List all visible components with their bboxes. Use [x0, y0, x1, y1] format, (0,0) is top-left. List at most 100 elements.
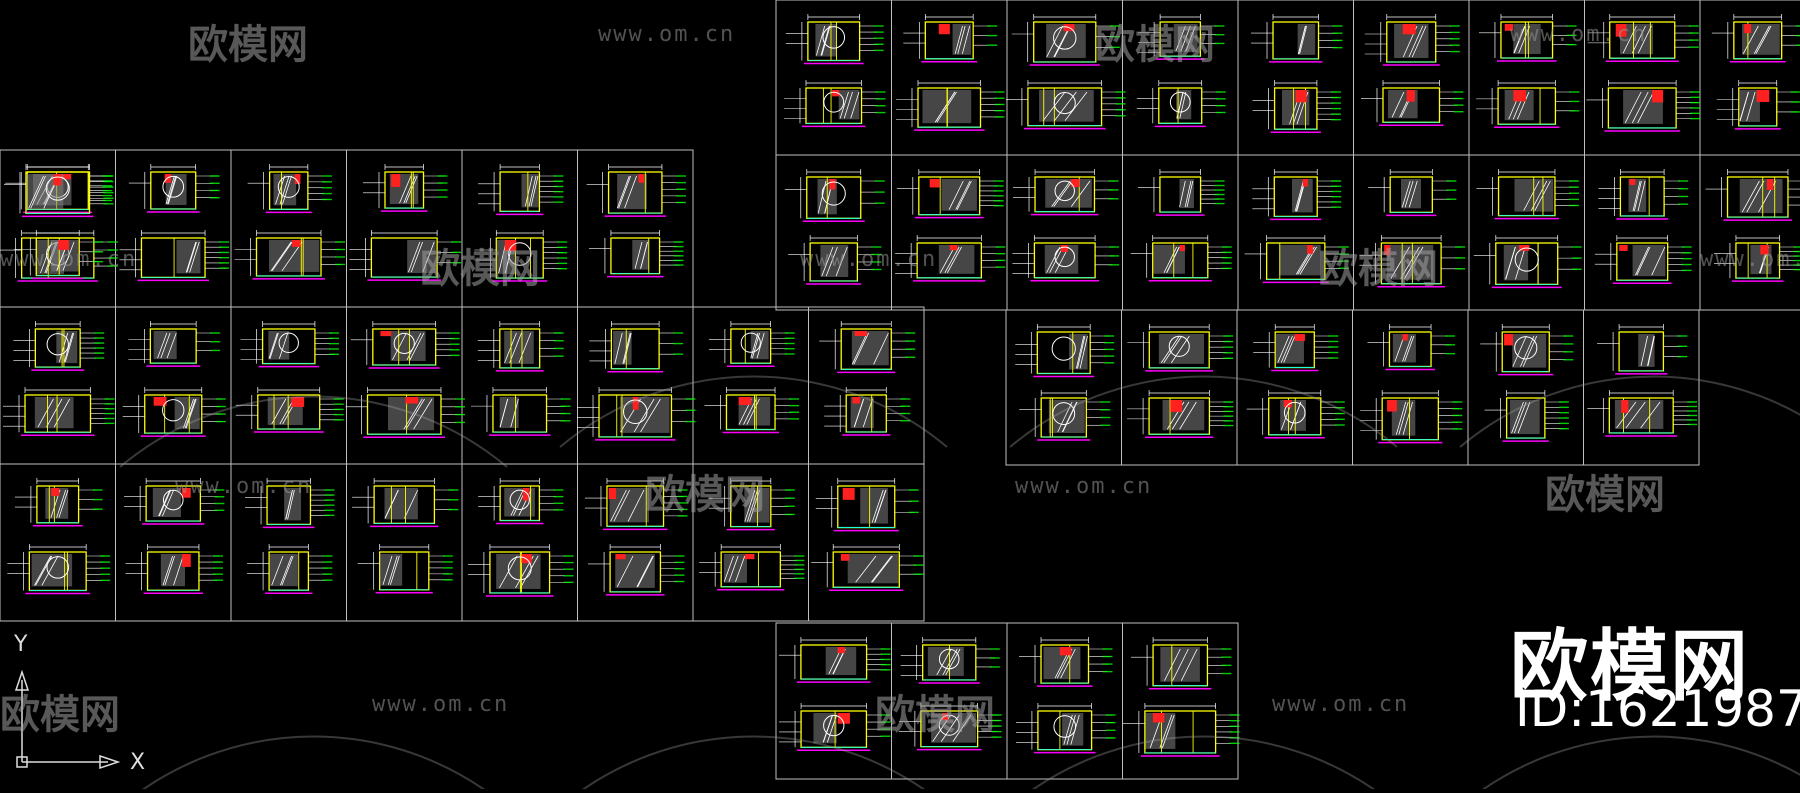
sheet-frame — [577, 149, 694, 308]
elevation-drawing — [708, 478, 795, 531]
watermark-arc — [559, 375, 948, 448]
elevation-drawing — [778, 637, 891, 683]
watermark-url: www.om.cn — [372, 692, 510, 717]
elevation-drawing — [788, 235, 882, 285]
watermark-brand: 欧模网 — [645, 472, 765, 518]
elevation-drawing — [14, 478, 103, 527]
sheet-frame — [1352, 309, 1469, 466]
elevation-drawing — [1019, 390, 1111, 441]
elevation-drawing — [1122, 703, 1240, 757]
watermark-url: www.om.cn — [1015, 474, 1153, 499]
elevation-drawing — [1364, 14, 1460, 66]
elevation-drawing — [478, 478, 564, 525]
elevation-drawing — [235, 387, 344, 433]
elevation-drawing — [124, 478, 225, 525]
watermark-arcs — [119, 375, 1800, 793]
sheet-frame — [1006, 154, 1123, 311]
elevation-drawing — [349, 230, 462, 281]
elevation-drawing — [13, 321, 105, 371]
elevation-drawing — [704, 387, 800, 434]
elevation-drawing — [699, 544, 805, 591]
sheet-frame — [230, 306, 347, 465]
watermark-url: www.om.cn — [1510, 22, 1648, 47]
elevation-drawing — [1597, 324, 1688, 375]
sheet-frame — [775, 154, 892, 311]
elevation-drawing — [1250, 14, 1343, 63]
elevation-drawing — [903, 14, 998, 63]
elevation-drawing — [1131, 637, 1232, 690]
watermark-brand: 欧模网 — [1545, 472, 1665, 518]
elevation-drawing — [1011, 14, 1120, 66]
elevation-drawing — [1252, 169, 1342, 221]
elevation-drawing — [1594, 235, 1692, 284]
watermark-arc — [136, 735, 491, 793]
elevation-drawing — [1246, 390, 1345, 439]
elevation-drawing — [125, 544, 223, 594]
watermark-brand: 欧模网 — [875, 692, 995, 738]
elevation-drawing — [1716, 80, 1800, 130]
watermark-brand: 欧模网 — [1318, 246, 1438, 292]
sheet-frame — [346, 306, 463, 465]
watermark-url: www.om.cn — [598, 22, 736, 47]
sheet-frame — [1122, 622, 1239, 780]
elevation-drawing — [14, 230, 104, 280]
elevation-drawing — [477, 321, 564, 372]
elevation-drawing — [1368, 169, 1457, 217]
elevation-drawing — [3, 387, 115, 436]
elevation-drawing — [779, 703, 891, 752]
elevation-drawing — [589, 321, 684, 373]
elevation-drawing — [470, 387, 571, 436]
sheet-frame — [1699, 0, 1800, 156]
ucs-icon — [14, 669, 121, 770]
elevation-drawing — [824, 387, 911, 436]
elevation-drawing — [898, 703, 1002, 751]
watermark-url: www.om.cn — [800, 247, 938, 272]
elevation-drawing — [819, 321, 916, 374]
sheet-frame — [1353, 0, 1470, 156]
sheet-frame — [0, 463, 116, 622]
elevation-drawing — [1137, 169, 1225, 216]
elevation-drawing — [811, 544, 924, 592]
elevation-drawing — [586, 164, 686, 217]
elevation-drawing — [785, 14, 884, 65]
elevation-drawing — [708, 321, 795, 368]
elevation-drawing — [784, 169, 885, 223]
elevation-drawing — [1359, 235, 1466, 288]
watermark-arc — [1009, 375, 1398, 448]
watermark-arc — [1459, 375, 1800, 448]
sheet-frame — [1583, 309, 1700, 466]
ucs-y-label: Y — [14, 632, 28, 657]
elevation-drawing — [352, 478, 459, 528]
watermark-arc — [1026, 735, 1381, 793]
elevation-drawing — [1015, 703, 1116, 754]
watermark-brand: 欧模网 — [0, 692, 120, 738]
ucs-x-label: X — [130, 750, 146, 775]
elevation-drawing — [1136, 80, 1226, 128]
elevation-drawing — [900, 637, 1000, 684]
badge-id: ID:1621987 — [1515, 680, 1800, 738]
elevation-drawing — [896, 169, 1004, 219]
elevation-drawing — [1360, 80, 1464, 127]
elevation-drawing — [357, 544, 453, 594]
elevation-drawing — [240, 321, 339, 368]
elevation-drawing — [1019, 637, 1113, 687]
elevation-drawing — [119, 230, 230, 282]
elevation-drawing — [467, 544, 574, 597]
elevation-drawing — [122, 387, 226, 437]
elevation-drawing — [1253, 324, 1339, 372]
watermark-brand: 欧模网 — [420, 246, 540, 292]
sheet-frame — [1584, 154, 1701, 311]
elevation-drawing — [1476, 80, 1580, 128]
watermark-url: www.om.cn — [0, 247, 138, 272]
elevation-drawing — [362, 164, 448, 212]
elevation-drawing — [1587, 14, 1699, 62]
elevation-drawing — [895, 80, 1005, 131]
watermark-brand: 欧模网 — [1095, 22, 1215, 68]
elevation-drawing — [1480, 324, 1574, 376]
elevation-drawing — [247, 164, 332, 214]
sheet-frame — [1005, 309, 1122, 466]
watermark-url: www.om.cn — [1700, 247, 1800, 272]
sheet-frame — [0, 306, 116, 465]
